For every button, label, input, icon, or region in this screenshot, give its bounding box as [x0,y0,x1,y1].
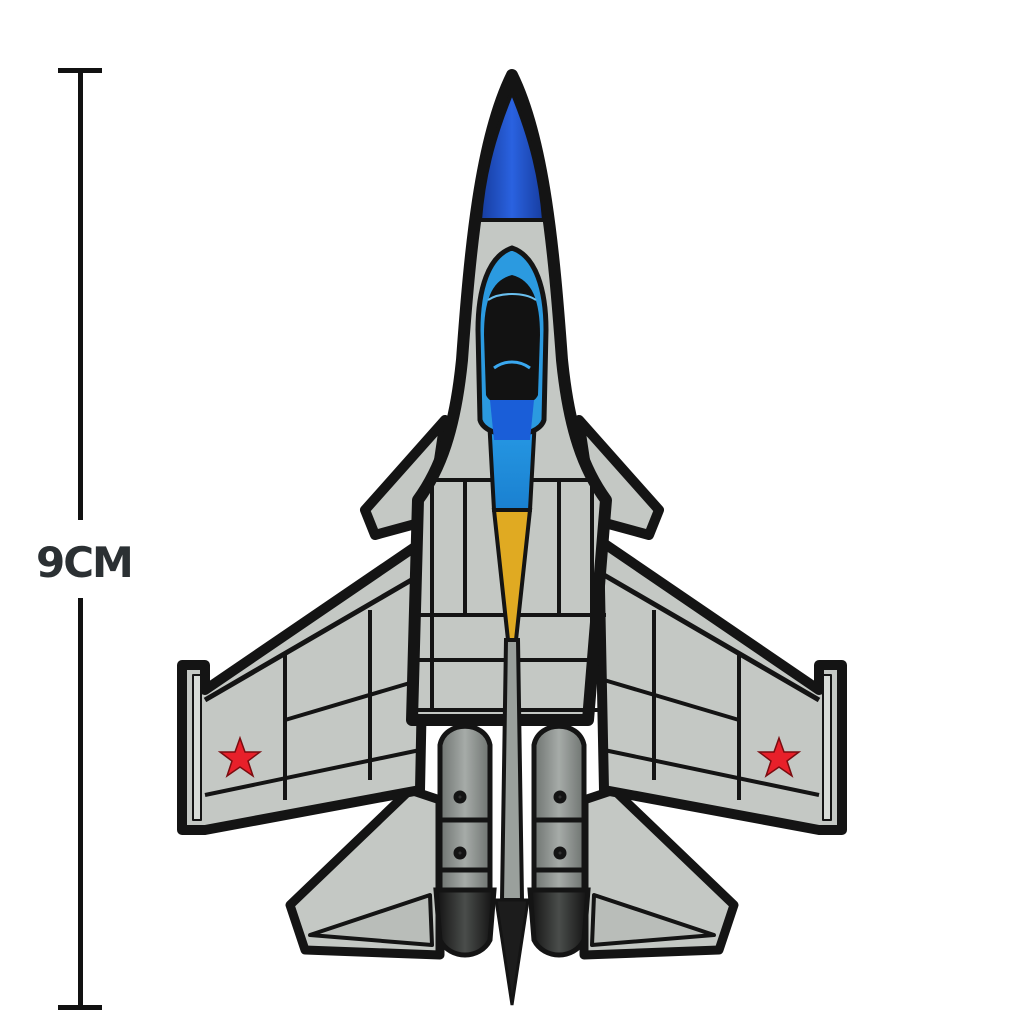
nose-cone [477,86,547,222]
fuselage [406,69,612,902]
right-engine [527,723,591,958]
left-stabilizer [285,785,445,960]
dimension-label: 9CM [36,538,134,587]
dimension-line-upper [78,70,83,520]
dimension-line-lower [78,598,83,1006]
right-stabilizer [579,785,739,960]
dimension-marker [58,68,104,1010]
left-star-icon [217,735,263,778]
right-star-icon [756,735,802,778]
left-wing [177,535,430,835]
tail-stinger [494,898,530,1006]
fighter-jet-patch [177,69,847,1006]
canopy-glass [484,275,540,407]
left-engine [433,723,497,958]
right-wing [594,535,847,835]
dimension-bottom-cap [58,1005,102,1010]
